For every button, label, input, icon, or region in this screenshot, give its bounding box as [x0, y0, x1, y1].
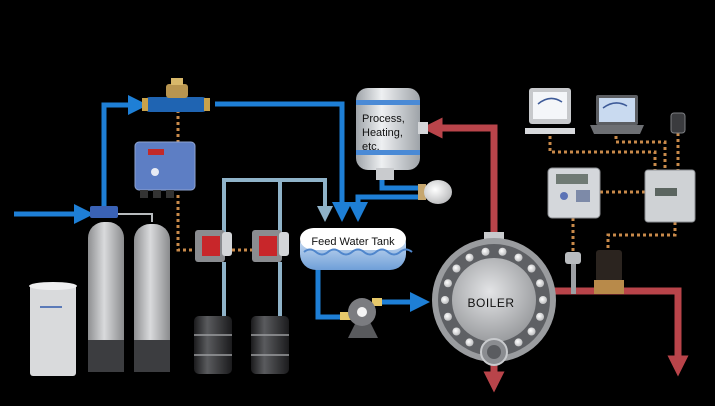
- signal-wire-desktop: [548, 136, 657, 170]
- process-outlet-pipe: [379, 178, 420, 191]
- softener-tank-1: [88, 222, 124, 372]
- signal-wire-laptop: [614, 136, 667, 170]
- meter-to-tank-pipe: [215, 101, 352, 222]
- tank-to-pump-pipe: [315, 265, 348, 320]
- blowdown-pipe: [550, 287, 689, 377]
- boiler-tube: [539, 296, 547, 304]
- softener-tank-2: [134, 224, 170, 372]
- boiler-tube: [514, 338, 523, 347]
- chemical-metering-pump-2[interactable]: [252, 230, 289, 262]
- water-pipes: [14, 95, 430, 320]
- signal-wire-logger-valve: [606, 222, 677, 250]
- process-label-line-1: Process,: [362, 113, 405, 125]
- feed-water-tank[interactable]: [300, 228, 413, 270]
- blowdown-valve[interactable]: [594, 250, 624, 294]
- boiler-tube: [443, 279, 452, 288]
- softener-to-meter-pipe: [101, 95, 148, 210]
- boiler-tube: [498, 247, 507, 256]
- softener-tank-2-base: [134, 340, 170, 372]
- process-label-line-2: Heating,: [362, 127, 403, 139]
- boiler-tube: [481, 247, 490, 256]
- softener-head: [90, 206, 118, 218]
- boiler-tube: [452, 327, 461, 336]
- boiler-tube: [452, 264, 461, 273]
- brine-tank: [29, 282, 77, 376]
- water-softener: [88, 206, 170, 372]
- chemical-line-1: [222, 178, 333, 235]
- boiler-tube: [527, 264, 536, 273]
- condensate-return-pipe: [348, 194, 420, 222]
- chemical-drum-1: [194, 316, 232, 374]
- boiler-tube: [465, 253, 474, 262]
- water-meter[interactable]: [142, 78, 210, 112]
- softener-bypass-tube: [118, 213, 153, 222]
- steam-to-process-pipe: [421, 117, 498, 232]
- pump-controller[interactable]: [134, 141, 196, 198]
- boiler-tubes: [441, 247, 547, 353]
- boiler-tube: [514, 253, 523, 262]
- boiler-tube: [527, 327, 536, 336]
- boiler-tube: [536, 279, 545, 288]
- boiler-tube: [536, 312, 545, 321]
- chemical-metering-pump-1[interactable]: [195, 230, 232, 262]
- boiler-tube: [443, 312, 452, 321]
- data-logger[interactable]: [644, 169, 696, 223]
- condensate-trap: [418, 180, 452, 204]
- boiler-controller[interactable]: [547, 167, 601, 219]
- boiler-label: BOILER: [467, 296, 515, 310]
- desktop-computer[interactable]: [525, 88, 575, 134]
- boiler-tube: [441, 296, 449, 304]
- softener-tank-1-base: [88, 340, 124, 372]
- laptop-computer[interactable]: [590, 95, 644, 134]
- boiler[interactable]: [432, 232, 556, 366]
- chemical-drum-2: [251, 316, 289, 374]
- process-heating-vessel[interactable]: [356, 88, 428, 180]
- feed-water-tank-label: Feed Water Tank: [311, 236, 395, 248]
- process-label: Process, Heating, etc.: [362, 112, 414, 154]
- chemical-pipes: [222, 178, 333, 318]
- feed-pump[interactable]: [340, 298, 382, 338]
- conductivity-sensor: [565, 252, 581, 294]
- process-label-line-3: etc.: [362, 141, 380, 153]
- modem[interactable]: [670, 112, 686, 134]
- boiler-tube: [465, 338, 474, 347]
